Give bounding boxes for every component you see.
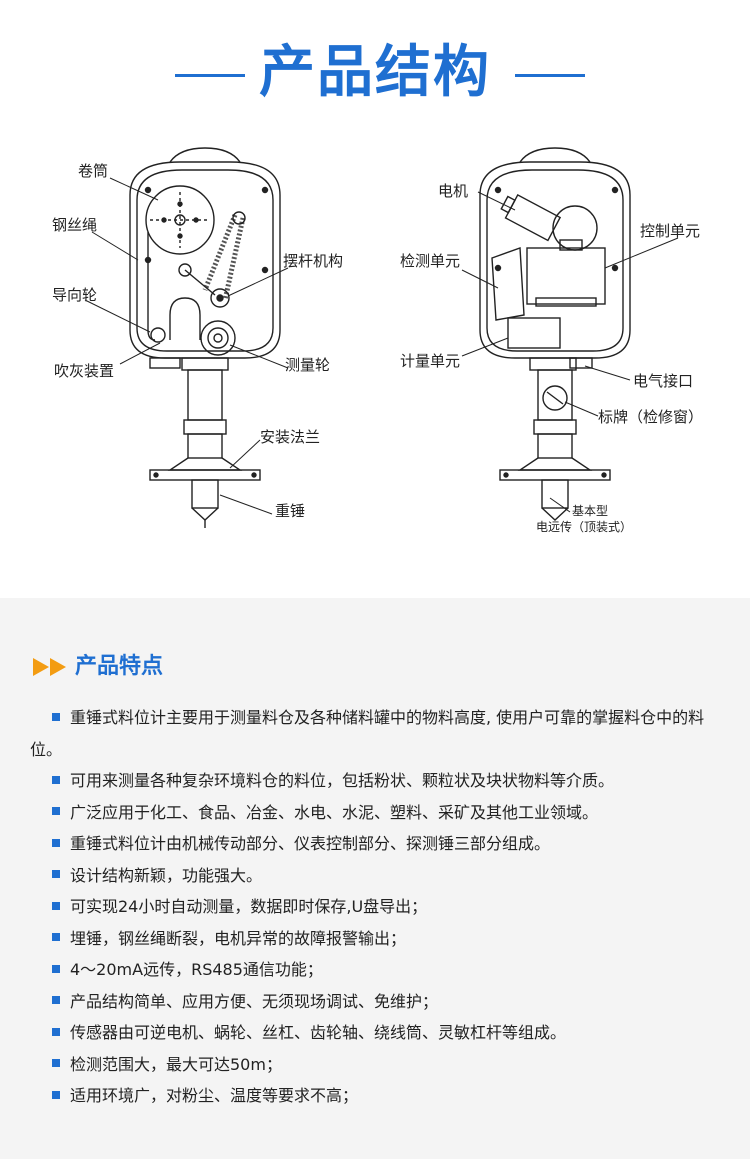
- feature-item: 适用环境广，对粉尘、温度等要求不高；: [30, 1080, 722, 1112]
- structure-drawing: [84, 147, 679, 528]
- structure-section: 产品结构: [0, 38, 750, 550]
- label-control-unit: 控制单元: [640, 222, 701, 240]
- feature-text: 重锤式料位计主要用于测量料仓及各种储料罐中的物料高度, 使用户可靠的掌握料仓中的…: [30, 708, 705, 759]
- label-drum: 卷筒: [78, 162, 109, 180]
- label-remote-type: 电远传（顶装式）: [536, 520, 633, 534]
- label-nameplate: 标牌（检修窗）: [598, 408, 704, 426]
- title-decor-line-left: [175, 74, 245, 77]
- square-bullet-icon: [52, 838, 60, 847]
- structure-diagram: 卷筒 钢丝绳 导向轮 吹灰装置 摆杆机构 测量轮 安装法兰 重锤 电机 控制单元…: [30, 140, 720, 550]
- label-heavy-hammer: 重锤: [275, 502, 306, 520]
- feature-item: 可用来测量各种复杂环境料仓的料位，包括粉状、颗粒状及块状物料等介质。: [30, 765, 722, 797]
- control-unit-shape: [526, 247, 606, 305]
- square-bullet-icon: [52, 933, 60, 941]
- square-bullet-icon: [52, 1059, 60, 1067]
- feature-item: 埋锤，钢丝绳断裂，电机异常的故障报警输出；: [30, 923, 722, 955]
- nameplate-shape: [542, 385, 568, 411]
- label-mount-flange: 安装法兰: [260, 428, 321, 446]
- feature-text: 检测范围大，最大可达50m；: [70, 1054, 282, 1074]
- features-title: 产品特点: [75, 654, 164, 679]
- square-bullet-icon: [52, 807, 60, 815]
- feature-item: 传感器由可逆电机、蜗轮、丝杠、齿轮轴、绕线筒、灵敏杠杆等组成。: [30, 1017, 722, 1049]
- hammer-shape: [191, 479, 219, 509]
- label-detection-unit: 检测单元: [400, 252, 461, 270]
- feature-item: 重锤式料位计由机械传动部分、仪表控制部分、探测锤三部分组成。: [30, 828, 722, 860]
- feature-text: 产品结构简单、应用方便、无须现场调试、免维护；: [70, 991, 439, 1011]
- feature-text: 适用环境广，对粉尘、温度等要求不高；: [70, 1086, 359, 1105]
- label-guide-wheel: 导向轮: [52, 286, 98, 304]
- label-swing-rod: 摆杆机构: [283, 252, 344, 270]
- metering-unit-shape: [507, 317, 561, 349]
- label-measuring-wheel: 测量轮: [285, 356, 331, 374]
- square-bullet-icon: [52, 996, 60, 1004]
- feature-text: 可用来测量各种复杂环境料仓的料位，包括粉状、颗粒状及块状物料等介质。: [70, 771, 615, 790]
- feature-text: 传感器由可逆电机、蜗轮、丝杠、齿轮轴、绕线筒、灵敏杠杆等组成。: [70, 1023, 567, 1042]
- square-bullet-icon: [52, 964, 60, 973]
- label-metering-unit: 计量单元: [400, 352, 461, 370]
- label-electric-port: 电气接口: [633, 372, 694, 390]
- section-title-row: 产品结构: [0, 38, 750, 108]
- square-bullet-icon: [52, 775, 60, 784]
- feature-item: 检测范围大，最大可达50m；: [30, 1049, 722, 1081]
- measuring-wheel-shape: [200, 320, 236, 356]
- features-list: 重锤式料位计主要用于测量料仓及各种储料罐中的物料高度, 使用户可靠的掌握料仓中的…: [30, 702, 722, 1112]
- label-basic-type: 基本型: [572, 504, 609, 518]
- feature-item: 4～20mA远传，RS485通信功能；: [30, 954, 722, 986]
- features-section: 产品特点 重锤式料位计主要用于测量料仓及各种储料罐中的物料高度, 使用户可靠的掌…: [0, 598, 750, 1159]
- feature-item: 设计结构新颖，功能强大。: [30, 860, 722, 892]
- square-bullet-icon: [52, 712, 60, 721]
- feature-text: 4～20mA远传，RS485通信功能；: [70, 960, 323, 979]
- right-housing: [479, 161, 631, 359]
- feature-item: 重锤式料位计主要用于测量料仓及各种储料罐中的物料高度, 使用户可靠的掌握料仓中的…: [30, 702, 722, 765]
- feature-text: 广泛应用于化工、食品、冶金、水电、水泥、塑料、采矿及其他工业领域。: [70, 802, 599, 822]
- left-housing: [129, 161, 281, 359]
- feature-item: 广泛应用于化工、食品、冶金、水电、水泥、塑料、采矿及其他工业领域。: [30, 797, 722, 829]
- label-motor: 电机: [438, 182, 469, 200]
- square-bullet-icon: [52, 1027, 60, 1036]
- label-wire-rope: 钢丝绳: [52, 216, 98, 234]
- square-bullet-icon: [52, 870, 60, 878]
- drum-shape: [145, 185, 215, 255]
- label-blower: 吹灰装置: [54, 362, 115, 380]
- double-arrow-icon: [33, 658, 66, 676]
- feature-text: 设计结构新颖，功能强大。: [70, 865, 263, 885]
- feature-text: 可实现24小时自动测量，数据即时保存,U盘导出；: [70, 897, 428, 916]
- square-bullet-icon: [52, 901, 60, 910]
- square-bullet-icon: [52, 1090, 60, 1099]
- feature-item: 产品结构简单、应用方便、无须现场调试、免维护；: [30, 986, 722, 1018]
- feature-item: 可实现24小时自动测量，数据即时保存,U盘导出；: [30, 891, 722, 923]
- title-decor-line-right: [515, 74, 585, 77]
- feature-text: 埋锤，钢丝绳断裂，电机异常的故障报警输出；: [70, 928, 407, 948]
- feature-text: 重锤式料位计由机械传动部分、仪表控制部分、探测锤三部分组成。: [70, 834, 551, 853]
- section-title: 产品结构: [259, 40, 491, 105]
